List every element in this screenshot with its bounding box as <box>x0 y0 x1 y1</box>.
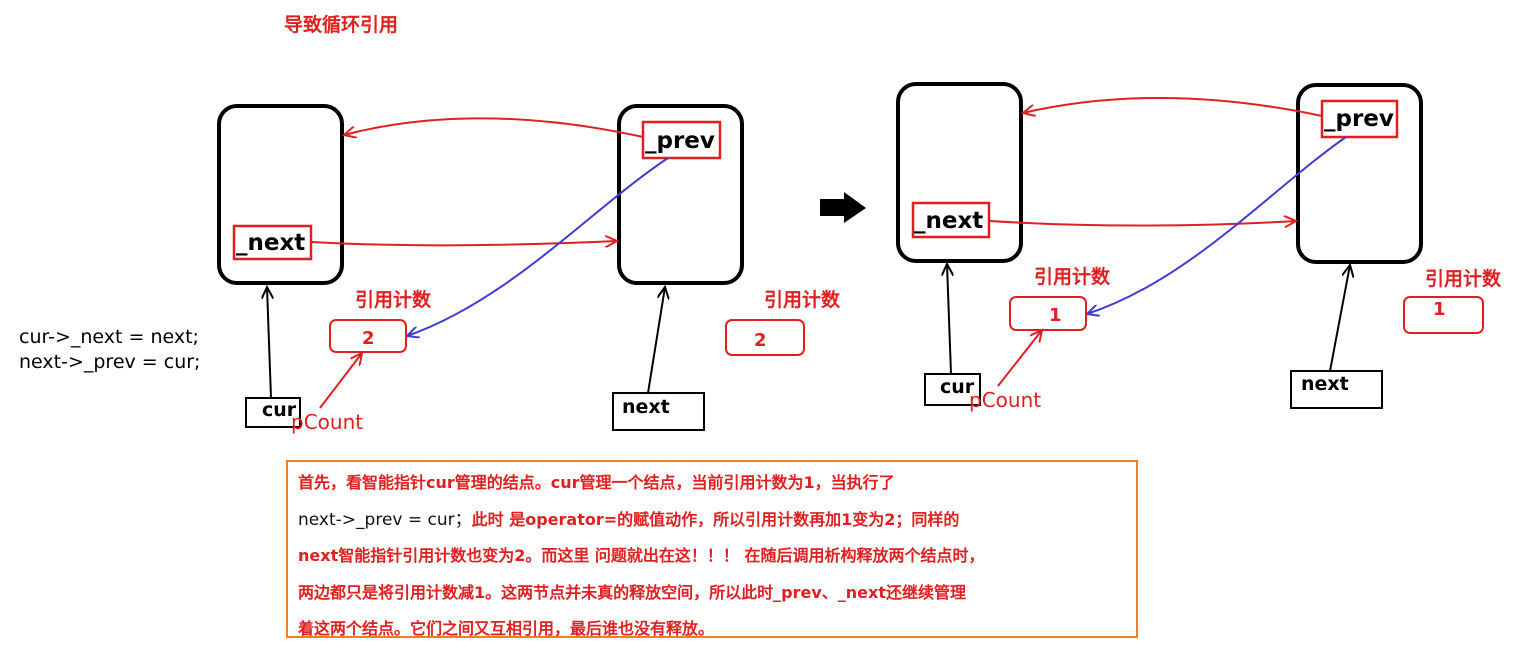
left-prev-field: _prev <box>645 128 715 154</box>
left-count-box-next <box>725 319 805 356</box>
right-cur-pointer-box <box>924 373 981 406</box>
explanation-line-5: 着这两个结点。它们之间又互相引用，最后谁也没有释放。 <box>298 619 715 638</box>
left-count-box-cur <box>329 319 407 353</box>
right-pcount-arrow <box>997 330 1042 387</box>
right-next-to-next-arrow <box>989 221 1296 226</box>
left-next-field: _next <box>236 230 305 256</box>
left-count-cur: 2 <box>362 328 375 349</box>
explanation-separator: ； <box>454 509 472 530</box>
right-prev-field: _prev <box>1324 106 1394 132</box>
right-pcount-label: pCount <box>969 388 1041 412</box>
right-next-pointer-arrow <box>1329 265 1350 372</box>
left-next-to-next-arrow <box>311 241 617 245</box>
right-count-box-next <box>1403 296 1484 334</box>
left-cur-pointer-label: cur <box>262 399 297 421</box>
right-count-cur: 1 <box>1049 305 1062 326</box>
right-next-field: _next <box>914 208 983 234</box>
left-next-field-box <box>232 224 313 261</box>
right-refcount-label-cur: 引用计数 <box>1034 265 1111 288</box>
left-prev-to-cur-arrow <box>344 117 644 137</box>
right-prev-field-box <box>1320 99 1399 139</box>
right-next-field-box <box>911 201 991 239</box>
left-pcount-label: pCount <box>291 410 363 434</box>
left-next-pointer-arrow <box>647 287 665 394</box>
explanation-line-1: 首先，看智能指针cur管理的结点。cur管理一个结点，当前引用计数为1，当执行了 <box>298 473 895 492</box>
left-diagram: _next _prev cur next 引用计数 引用计数 2 2 pCoun… <box>217 104 841 434</box>
explanation-box: 首先，看智能指针cur管理的结点。cur管理一个结点，当前引用计数为1，当执行了… <box>286 460 1138 638</box>
right-cur-pointer-label: cur <box>940 376 975 398</box>
left-refcount-label-next: 引用计数 <box>764 288 841 311</box>
right-cur-pointer-arrow <box>947 264 951 375</box>
right-cur-node-box <box>896 82 1023 263</box>
left-prev-field-box <box>641 120 722 160</box>
left-count-next: 2 <box>754 330 767 351</box>
right-prev-to-count-arrow <box>1087 136 1347 314</box>
left-pcount-arrow <box>319 353 362 409</box>
right-next-pointer-box <box>1290 370 1383 409</box>
transition-arrow <box>820 192 866 223</box>
explanation-line-4: 两边都只是将引用计数减1。这两节点并未真的释放空间，所以此时_prev、_nex… <box>298 582 966 602</box>
left-prev-to-count-arrow <box>407 157 669 336</box>
left-refcount-label-cur: 引用计数 <box>355 288 432 311</box>
right-diagram: _next _prev cur next 引用计数 引用计数 1 1 pCoun… <box>896 82 1502 412</box>
left-cur-node-box <box>217 104 344 285</box>
left-next-pointer-label: next <box>622 396 670 418</box>
explanation-code: next->_prev = cur <box>298 509 455 530</box>
right-count-next: 1 <box>1433 299 1446 320</box>
explanation-line-2-rest: 此时 是operator=的赋值动作，所以引用计数再加1变为2；同样的 <box>471 509 960 529</box>
explanation-line-3: next智能指针引用计数也变为2。而这里 问题就出在这！！！ 在随后调用析构释放… <box>298 546 985 565</box>
left-next-pointer-box <box>612 392 705 431</box>
code-line-2: next->_prev = cur; <box>19 351 200 373</box>
diagram-title: 导致循环引用 <box>284 13 398 36</box>
left-cur-pointer-box <box>245 397 301 428</box>
right-prev-to-cur-arrow <box>1023 97 1323 116</box>
left-cur-pointer-arrow <box>267 287 271 399</box>
right-next-pointer-label: next <box>1301 373 1349 395</box>
right-count-box-cur <box>1009 296 1087 331</box>
code-line-1: cur->_next = next; <box>19 326 199 348</box>
right-refcount-label-next: 引用计数 <box>1425 267 1502 290</box>
explanation-line-2: next->_prev = cur；此时 是operator=的赋值动作，所以引… <box>298 502 1128 539</box>
